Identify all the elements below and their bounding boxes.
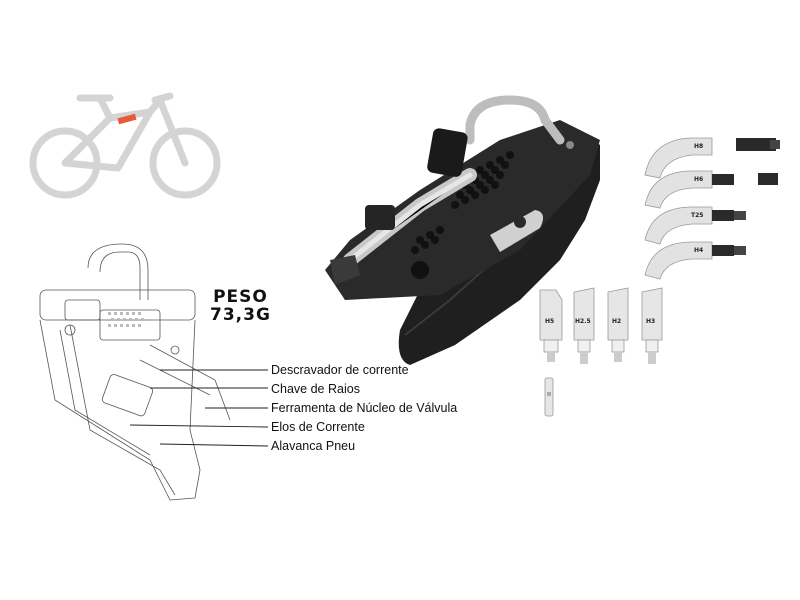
callout-valve-core-tool: Ferramenta de Núcleo de Válvula [271,401,458,415]
bicycle-icon [29,92,221,199]
straight-bit-h5 [539,289,563,362]
multitool-sketch [39,243,231,501]
callout-chain-breaker: Descravador de corrente [271,363,409,377]
spare-pin [544,377,554,417]
curved-bit-h4 [644,241,746,280]
bit-label-h6: H6 [694,176,704,183]
bit-label-h2: H2 [612,318,622,325]
weight-badge: PESO 73,3G [210,288,271,324]
bicycle-accent [117,113,137,125]
callout-spoke-wrench: Chave de Raios [271,382,360,396]
bit-label-h8: H8 [694,143,704,150]
bit-label-t25: T25 [691,212,704,219]
callout-leaders [129,369,269,447]
bit-label-h4: H4 [694,247,704,254]
callout-chain-links: Elos de Corrente [271,420,365,434]
multitool-sketch-hatch [108,312,144,327]
straight-bit-h25 [573,287,595,364]
bit-label-h5: H5 [545,318,555,325]
bit-label-h25: H2.5 [575,318,591,325]
callout-tyre-lever: Alavanca Pneu [271,439,356,453]
weight-label: PESO [213,287,268,307]
straight-bit-h2 [607,287,629,362]
straight-bits [539,287,663,417]
multitool-image [325,95,600,365]
curved-bit-h8 [644,137,780,179]
weight-value: 73,3G [210,305,271,325]
curved-bit-h6 [644,170,778,209]
straight-bit-h3 [641,287,663,364]
curved-bits [644,137,780,280]
bit-label-h3: H3 [646,318,656,325]
curved-bit-t25 [644,206,746,245]
